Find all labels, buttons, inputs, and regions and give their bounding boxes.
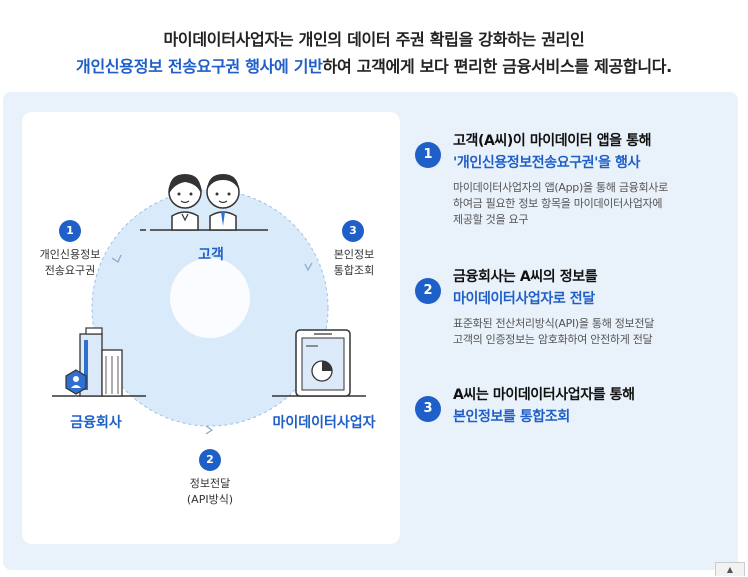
- headline-line1: 마이데이터사업자는 개인의 데이터 주권 확립을 강화하는 권리인: [163, 30, 585, 49]
- arrow-step2: [205, 425, 214, 435]
- headline-line2: 개인신용정보 전송요구권 행사에 기반하여 고객에게 보다 편리한 금융서비스를…: [0, 53, 748, 80]
- headline-rest: 하여 고객에게 보다 편리한 금융서비스를 제공합니다.: [322, 57, 673, 76]
- arrow-step3: [304, 262, 313, 272]
- step-title-line2: 마이데이터사업자로 전달: [453, 291, 595, 307]
- step-desc-line: 마이데이터사업자의 앱(App)을 통해 금융회사로: [453, 181, 668, 194]
- step-title-line1: 금융회사는 A씨의 정보를: [453, 269, 598, 285]
- step-desc-line: 고객의 인증정보는 암호화하여 안전하게 전달: [453, 333, 653, 346]
- arrow-step1: [111, 254, 122, 263]
- diagram-step1-line2: 전송요구권: [44, 264, 96, 277]
- diagram-step2-label: 정보전달 (API방식): [170, 476, 250, 508]
- diagram-step3-line2: 통합조회: [333, 264, 375, 277]
- diagram-step3-badge: 3: [342, 220, 364, 242]
- center-glow: [170, 258, 250, 338]
- diagram-step3-label: 본인정보 통합조회: [314, 247, 394, 279]
- step-title-line2: 본인정보를 통합조회: [453, 409, 570, 425]
- step-desc-line: 표준화된 전산처리방식(API)을 통해 정보전달: [453, 317, 655, 330]
- step-description: 마이데이터사업자의 앱(App)을 통해 금융회사로 하여금 필요한 정보 항목…: [453, 180, 733, 228]
- diagram-step1-label: 개인신용정보 전송요구권: [30, 247, 110, 279]
- step-description: 표준화된 전산처리방식(API)을 통해 정보전달 고객의 인증정보는 암호화하…: [453, 316, 733, 348]
- step-number: 1: [415, 142, 441, 168]
- scroll-top-button[interactable]: ▲: [715, 562, 745, 576]
- customer-label: 고객: [198, 247, 224, 263]
- step-title-line2: '개인신용정보전송요구권'을 행사: [453, 155, 640, 171]
- finance-building-illustration: [52, 327, 146, 397]
- diagram-step1-badge: 1: [59, 220, 81, 242]
- customer-illustration: [140, 174, 268, 231]
- step-number: 3: [415, 396, 441, 422]
- finance-label: 금융회사: [70, 415, 122, 431]
- diagram-step2-badge: 2: [199, 449, 221, 471]
- step-desc-line: 하여금 필요한 정보 항목을 마이데이터사업자에: [453, 197, 663, 210]
- headline-highlight: 개인신용정보 전송요구권 행사에 기반: [76, 57, 323, 76]
- diagram-step2-line1: 정보전달: [189, 477, 231, 490]
- step-title-line1: 고객(A씨)이 마이데이터 앱을 통해: [453, 133, 652, 149]
- step-desc-line: 제공할 것을 요구: [453, 213, 529, 226]
- mydata-device-illustration: [272, 329, 366, 397]
- diagram-step2-line2: (API방식): [186, 493, 234, 506]
- flow-circle-outline: [91, 189, 329, 427]
- mydata-label: 마이데이터사업자: [272, 415, 376, 431]
- flow-diagram: [52, 174, 366, 435]
- headline: 마이데이터사업자는 개인의 데이터 주권 확립을 강화하는 권리인 개인신용정보…: [0, 26, 748, 80]
- chevron-up-icon: ▲: [726, 565, 734, 574]
- step-number: 2: [415, 278, 441, 304]
- step-title-line1: A씨는 마이데이터사업자를 통해: [453, 387, 635, 403]
- diagram-step1-line1: 개인신용정보: [39, 248, 101, 261]
- diagram-step3-line1: 본인정보: [333, 248, 375, 261]
